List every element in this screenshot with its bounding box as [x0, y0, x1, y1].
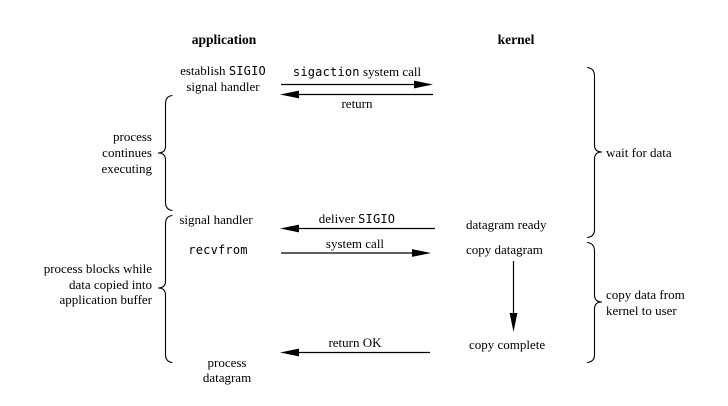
kernel-datagram-ready-label: datagram ready [466, 217, 547, 232]
deliver-sigio-code-text: SIGIO [358, 212, 396, 226]
return-arrow-left [280, 90, 433, 99]
return-ok-label: return OK [328, 335, 382, 350]
signal-handler-text: signal handler [186, 79, 260, 94]
sigio-code-text: SIGIO [228, 64, 266, 78]
sigaction-code-text: sigaction [292, 65, 360, 79]
sigaction-call-arrow-right [281, 80, 433, 89]
kernel-copy-complete-label: copy complete [469, 337, 546, 352]
right-brace-wait-for-data [586, 66, 603, 239]
brace-label-line: process [113, 129, 152, 144]
sigaction-system-call-label: sigaction system call [272, 64, 442, 80]
brace-label-line: executing [101, 161, 152, 176]
datagram-text: datagram [202, 370, 252, 385]
brace-label-line: kernel to user [606, 303, 677, 318]
left-brace-process-continues [157, 94, 173, 212]
brace-label-line: copy data from [606, 287, 685, 302]
copy-data-kernel-to-user-label: copy data from kernel to user [606, 287, 685, 319]
process-blocks-label: process blocks while data copied into ap… [14, 261, 152, 308]
wait-for-data-label: wait for data [606, 145, 672, 160]
app-recvfrom-label: recvfrom [188, 243, 248, 257]
brace-label-line: continues [102, 145, 152, 160]
establish-text: establish [180, 63, 229, 78]
system-call-suffix-text: system call [359, 64, 422, 79]
app-process-datagram-label: process datagram [157, 355, 297, 385]
system-call-label: system call [325, 236, 385, 251]
return-label: return [341, 96, 373, 111]
application-column-header: application [191, 32, 257, 47]
right-brace-copy-data [586, 241, 603, 364]
deliver-text: deliver [318, 211, 359, 226]
brace-label-line: data copied into [68, 276, 152, 292]
copy-progress-arrow-down [509, 261, 518, 332]
recvfrom-system-call-arrow-right [281, 249, 431, 257]
deliver-sigio-arrow-left [280, 224, 435, 233]
kernel-column-header: kernel [497, 32, 535, 47]
process-text: process [207, 355, 247, 370]
return-ok-arrow-left [280, 348, 430, 357]
app-establish-sigio-label: establish SIGIO signal handler [138, 63, 308, 94]
left-brace-process-blocks [157, 214, 173, 364]
app-signal-handler-label: signal handler [179, 212, 253, 227]
kernel-copy-datagram-label: copy datagram [466, 242, 543, 257]
brace-label-line: process blocks while [43, 261, 152, 276]
process-continues-executing-label: process continues executing [40, 129, 152, 177]
brace-label-line: application buffer [59, 292, 152, 307]
deliver-sigio-label: deliver SIGIO [272, 211, 442, 227]
